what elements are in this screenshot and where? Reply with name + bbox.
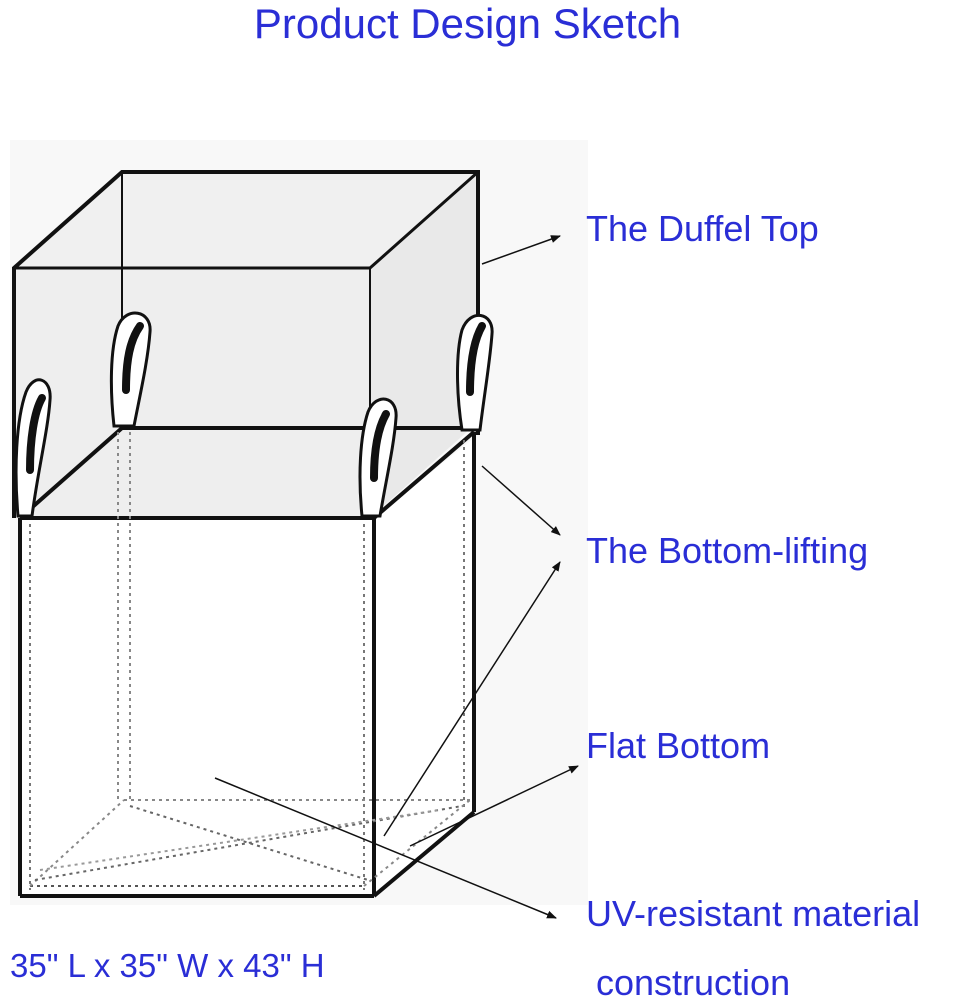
arrow-flat-bottom — [409, 765, 579, 847]
label-uv-resistant-line1: UV-resistant material — [586, 893, 921, 934]
label-bottom-lifting: The Bottom-lifting — [586, 530, 869, 571]
dimensions-label: 35" L x 35" W x 43" H — [10, 947, 325, 984]
label-uv-resistant-line2: construction — [596, 962, 791, 1003]
lifting-loop-front-right — [358, 397, 398, 518]
label-flat-bottom: Flat Bottom — [586, 725, 771, 766]
arrow-duffel-top — [481, 235, 561, 265]
lifting-loop-front-left — [14, 378, 52, 518]
arrow-bottom-lifting-a — [481, 465, 561, 536]
label-duffel-top: The Duffel Top — [586, 208, 819, 249]
page-title: Product Design Sketch — [253, 0, 682, 47]
arrow-bottom-lifting-b — [383, 561, 561, 837]
lifting-loop-back-right — [456, 313, 494, 432]
duffel-top — [12, 170, 480, 518]
arrow-uv-material — [214, 777, 557, 919]
lifting-loop-back-left — [109, 311, 152, 428]
bag-body — [18, 426, 476, 898]
